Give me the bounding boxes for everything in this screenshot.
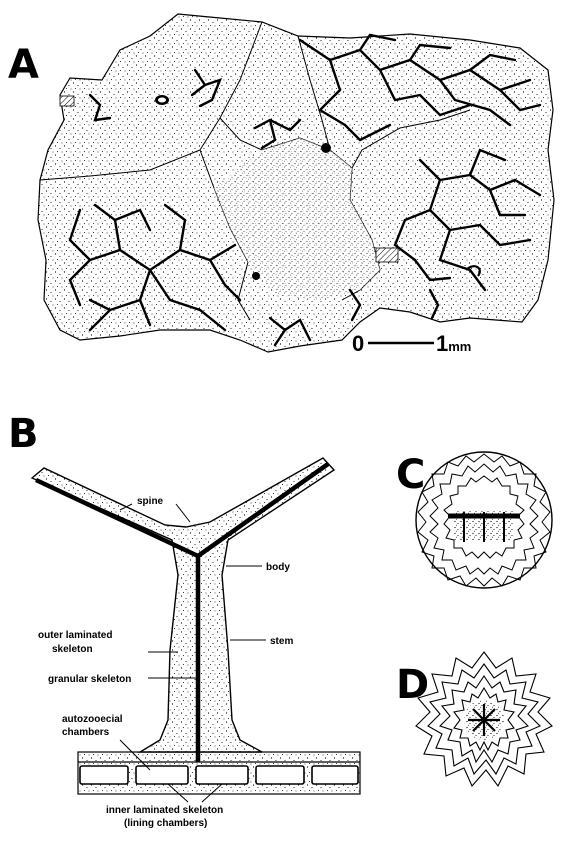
cross-section-c — [416, 452, 552, 588]
autozooecial-chambers — [80, 766, 358, 784]
panel-a: A — [8, 14, 554, 356]
label-outer-laminated-2: skeleton — [52, 644, 93, 655]
base-layer — [78, 752, 360, 794]
cross-section-d — [416, 652, 552, 786]
label-inner-laminated-1: inner laminated skeleton — [106, 805, 223, 816]
panel-c: C — [396, 452, 552, 588]
scale-bar-start: 0 — [352, 331, 364, 356]
label-stem: stem — [270, 636, 293, 647]
outer-laminated-skeleton — [32, 458, 334, 752]
label-spine: spine — [137, 496, 164, 507]
panel-b-letter: B — [8, 411, 39, 457]
panel-a-letter: A — [8, 42, 39, 88]
svg-text:1mm: 1mm — [436, 331, 471, 356]
label-granular-skeleton: granular skeleton — [48, 674, 131, 685]
label-body: body — [266, 562, 290, 573]
scale-bar-unit: mm — [448, 339, 471, 354]
label-autozooecial-1: autozooecial — [62, 714, 123, 725]
scale-bar-end: 1 — [436, 331, 448, 356]
scale-bar: 0 1mm — [352, 331, 471, 356]
label-autozooecial-2: chambers — [62, 727, 110, 738]
panel-b: B — [8, 411, 360, 829]
panel-c-letter: C — [396, 452, 425, 498]
panel-d: D — [396, 652, 552, 786]
label-outer-laminated-1: outer laminated — [38, 630, 112, 641]
panel-d-letter: D — [396, 662, 429, 708]
label-inner-laminated-2: (lining chambers) — [124, 818, 207, 829]
